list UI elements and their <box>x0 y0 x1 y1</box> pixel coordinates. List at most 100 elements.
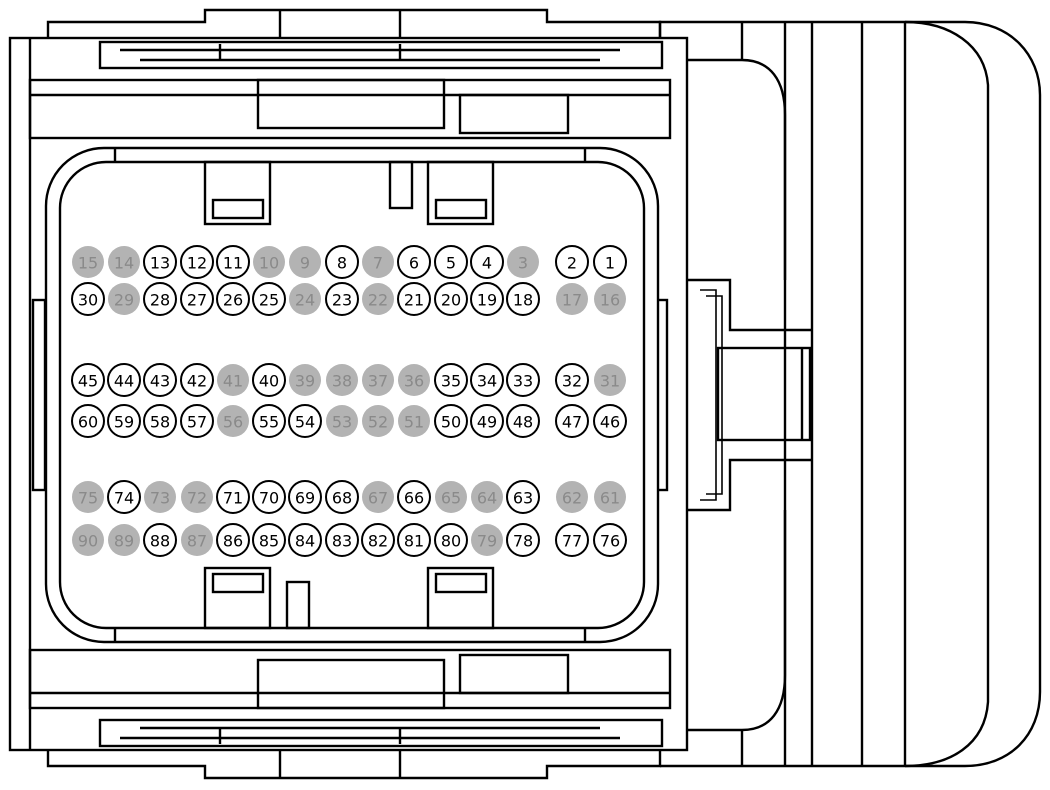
pin-37: 37 <box>362 364 394 396</box>
pin-88: 88 <box>143 523 177 557</box>
pin-9: 9 <box>289 246 321 278</box>
pin-label: 85 <box>259 532 279 551</box>
pin-label: 45 <box>78 372 98 391</box>
pin-13: 13 <box>143 245 177 279</box>
pin-label: 50 <box>441 413 461 432</box>
pin-41: 41 <box>217 364 249 396</box>
pin-63: 63 <box>506 480 540 514</box>
pin-53: 53 <box>326 405 358 437</box>
pin-circle <box>71 282 105 316</box>
pin-label: 3 <box>518 254 528 273</box>
pin-circle <box>325 245 359 279</box>
pin-74: 74 <box>107 480 141 514</box>
pin-80: 80 <box>434 523 468 557</box>
pin-label: 36 <box>404 372 424 391</box>
pin-label: 76 <box>600 532 620 551</box>
pin-circle <box>252 404 286 438</box>
pin-label: 38 <box>332 372 352 391</box>
pin-label: 28 <box>150 291 170 310</box>
pin-circle <box>180 282 214 316</box>
pin-circle <box>289 283 321 315</box>
pin-circle <box>555 523 589 557</box>
pin-circle <box>72 481 104 513</box>
pin-circle <box>471 481 503 513</box>
pin-circle <box>397 282 431 316</box>
pin-label: 72 <box>187 489 207 508</box>
pin-68: 68 <box>325 480 359 514</box>
pin-circle <box>143 363 177 397</box>
pin-label: 87 <box>187 532 207 551</box>
pin-12: 12 <box>180 245 214 279</box>
pin-label: 71 <box>223 489 243 508</box>
pin-75: 75 <box>72 481 104 513</box>
pin-28: 28 <box>143 282 177 316</box>
pin-83: 83 <box>325 523 359 557</box>
pin-label: 6 <box>409 254 419 273</box>
pin-circle <box>555 404 589 438</box>
pin-33: 33 <box>506 363 540 397</box>
pin-64: 64 <box>471 481 503 513</box>
pin-circle <box>434 404 468 438</box>
pin-circle <box>326 405 358 437</box>
pin-circle <box>71 404 105 438</box>
pin-18: 18 <box>506 282 540 316</box>
pin-label: 14 <box>114 254 134 273</box>
pin-circle <box>362 405 394 437</box>
pin-8: 8 <box>325 245 359 279</box>
pin-circle <box>252 480 286 514</box>
pin-circle <box>506 282 540 316</box>
pin-circle <box>72 524 104 556</box>
pin-circle <box>252 282 286 316</box>
pin-label: 86 <box>223 532 243 551</box>
pin-circle <box>325 282 359 316</box>
pin-36: 36 <box>398 364 430 396</box>
pin-35: 35 <box>434 363 468 397</box>
pin-label: 64 <box>477 489 497 508</box>
pin-circle <box>253 246 285 278</box>
pin-27: 27 <box>180 282 214 316</box>
pin-label: 65 <box>441 489 461 508</box>
pin-circle <box>108 246 140 278</box>
pin-circle <box>593 404 627 438</box>
pin-circle <box>555 245 589 279</box>
pin-label: 5 <box>446 254 456 273</box>
pin-57: 57 <box>180 404 214 438</box>
pin-circle <box>594 283 626 315</box>
pin-circle <box>252 523 286 557</box>
pin-label: 12 <box>187 254 207 273</box>
pin-16: 16 <box>594 283 626 315</box>
pin-54: 54 <box>288 404 322 438</box>
pin-label: 2 <box>567 254 577 273</box>
pin-61: 61 <box>594 481 626 513</box>
pin-circle <box>289 246 321 278</box>
pin-label: 11 <box>223 254 243 273</box>
pin-label: 49 <box>477 413 497 432</box>
pin-label: 66 <box>404 489 424 508</box>
pin-label: 41 <box>223 372 243 391</box>
pin-label: 7 <box>373 254 383 273</box>
pin-label: 48 <box>513 413 533 432</box>
pin-42: 42 <box>180 363 214 397</box>
pin-70: 70 <box>252 480 286 514</box>
pin-label: 33 <box>513 372 533 391</box>
pin-48: 48 <box>506 404 540 438</box>
pin-label: 42 <box>187 372 207 391</box>
pin-label: 74 <box>114 489 134 508</box>
pin-circle <box>362 283 394 315</box>
pin-label: 26 <box>223 291 243 310</box>
pin-79: 79 <box>471 524 503 556</box>
pin-label: 19 <box>477 291 497 310</box>
pin-label: 81 <box>404 532 424 551</box>
pin-89: 89 <box>108 524 140 556</box>
pin-circle <box>216 245 250 279</box>
pin-circle <box>470 363 504 397</box>
pin-circle <box>216 282 250 316</box>
pin-label: 24 <box>295 291 315 310</box>
pin-circle <box>470 404 504 438</box>
pin-label: 70 <box>259 489 279 508</box>
pin-85: 85 <box>252 523 286 557</box>
pin-circle <box>107 404 141 438</box>
pin-15: 15 <box>72 246 104 278</box>
pin-circle <box>143 282 177 316</box>
